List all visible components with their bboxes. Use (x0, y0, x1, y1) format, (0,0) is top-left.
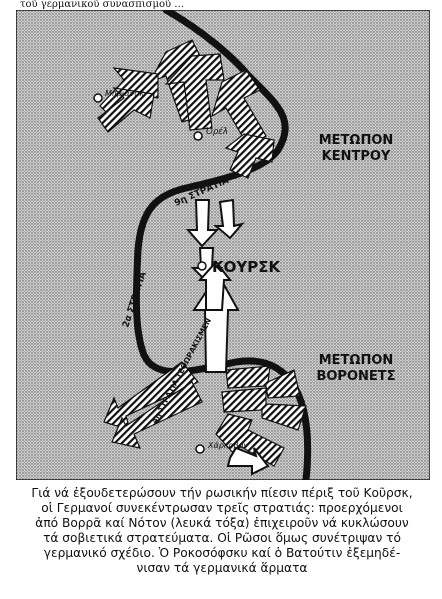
hatched-arrow (225, 365, 301, 399)
white-arrow-south-small (197, 260, 233, 311)
label-kursk: ΚΟΥΡΣΚ (212, 258, 281, 276)
label-front-center-2: ΚΕΝΤΡΟΥ (322, 149, 391, 164)
town-marker-kursk (197, 261, 207, 271)
hatched-arrow (221, 387, 307, 431)
hatched-arrow (211, 69, 267, 147)
town-label-kharkov: Χάρκοβον (207, 441, 248, 450)
white-arrow-north-1 (185, 199, 220, 248)
town-marker-orel (193, 131, 203, 141)
german-arrows-south (103, 361, 307, 467)
town-label-nw: Μπριάνσκ (105, 89, 144, 98)
caption-line: Γιά νά ἐξουδετερώσουν τήν ρωσικήν πίεσιν… (31, 486, 413, 500)
hatched-arrow (215, 413, 285, 467)
hatched-arrow (224, 133, 275, 179)
hatched-arrow (97, 87, 155, 133)
caption-line: νισαν τά γερμανικά ἅρματα (136, 561, 308, 575)
german-arrows-north (97, 39, 275, 179)
label-front-voronezh-1: ΜΕΤΩΠΟΝ (319, 353, 394, 368)
town-markers (93, 93, 207, 454)
town-marker-kharkov (195, 444, 205, 454)
german-white-arrows (185, 198, 270, 476)
label-front-center-1: ΜΕΤΩΠΟΝ (319, 133, 394, 148)
caption-line: γερμανικό σχέδιο. Ὁ Ροκοσόφσκυ καί ὁ Βατ… (43, 546, 401, 560)
top-cut-text: τοῦ γερμανικοῦ συνασπισμοῦ … (20, 0, 185, 10)
hatched-arrow (111, 381, 203, 449)
caption-line: ἀπό Βορρᾶ καί Νότον (λευκά τόξα) ἐπιχειρ… (35, 516, 409, 530)
label-front-voronezh-2: ΒΟΡΟΝΕΤΣ (316, 369, 395, 384)
town-marker-nw (93, 93, 103, 103)
town-label-orel: Ὀρέλ (206, 126, 228, 137)
kursk-map: Μπριάνσκ Ὀρέλ Χάρκοβον ΜΕΤΩΠΟΝ ΚΕΝΤΡΟΥ Μ… (16, 10, 430, 480)
map-caption: Γιά νά ἐξουδετερώσουν τήν ρωσικήν πίεσιν… (8, 486, 436, 576)
caption-line: οἱ Γερμανοί συνεκέντρωσαν τρεῖς στρατιάς… (41, 501, 403, 515)
front-line (132, 10, 311, 480)
hatched-arrow (164, 53, 225, 131)
caption-line: τά σοβιετικά στρατεύματα. Οἱ Ρῶσοι ὅμως … (43, 531, 401, 545)
white-arrow-north-2 (213, 198, 245, 240)
white-arrow-kharkov (226, 446, 270, 476)
